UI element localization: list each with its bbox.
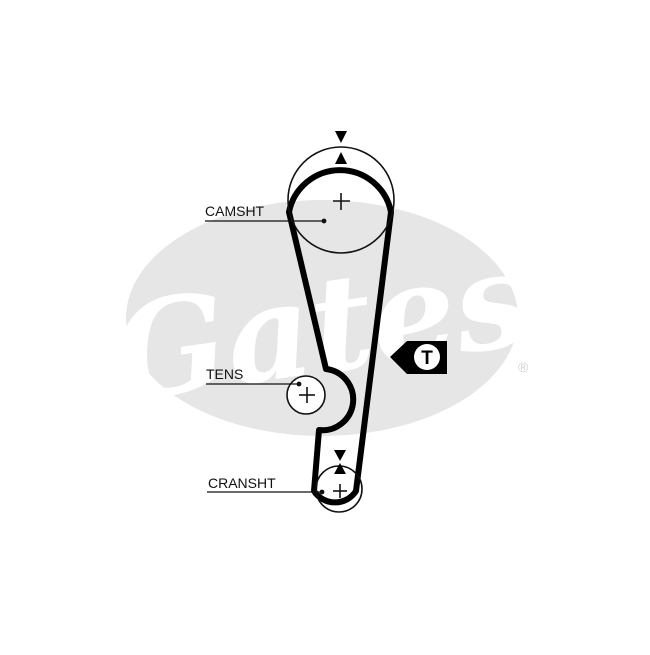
camshaft-label: CAMSHT xyxy=(205,203,265,219)
tension-badge-letter: T xyxy=(421,348,433,369)
crankshaft-timing-mark-up-icon xyxy=(334,463,346,474)
tension-badge-circle xyxy=(414,344,440,370)
tensioner-pulley xyxy=(286,375,326,415)
camshaft-timing-mark-up-icon xyxy=(335,152,347,164)
registered-mark: ® xyxy=(518,359,529,375)
tensioner-label: TENS xyxy=(206,366,243,382)
camshaft-timing-mark-down-icon xyxy=(335,131,347,143)
tensioner-leader-dot xyxy=(296,381,302,387)
crankshaft-label: CRANSHT xyxy=(208,475,276,491)
crankshaft-leader-dot xyxy=(319,489,325,495)
leader-lines xyxy=(205,218,327,495)
camshaft-pulley xyxy=(287,131,395,254)
gates-logo-watermark: Gates ® xyxy=(104,200,539,436)
camshaft-leader-dot xyxy=(321,218,327,224)
timing-belt xyxy=(286,167,394,506)
crankshaft-pulley xyxy=(315,450,363,513)
logo-ellipse xyxy=(126,200,518,436)
tension-badge: T xyxy=(390,341,447,374)
crankshaft-timing-mark-down-icon xyxy=(334,450,346,461)
camshaft-pulley-outline xyxy=(287,146,395,254)
